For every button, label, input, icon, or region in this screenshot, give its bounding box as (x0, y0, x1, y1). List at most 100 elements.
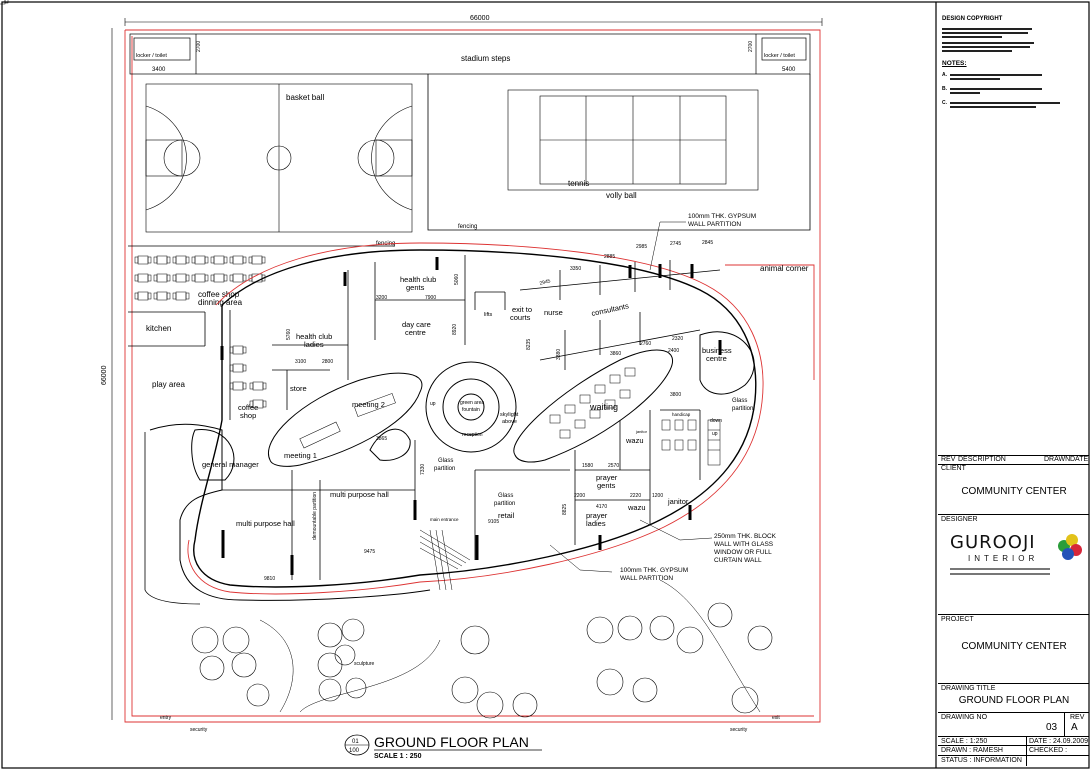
daycare-2: centre (405, 328, 426, 337)
room-labels: health club gents health club ladies day… (160, 264, 809, 733)
daycare-1: day care (402, 320, 431, 329)
entry-label: entry (160, 715, 172, 721)
tb-rule (938, 464, 1089, 465)
business-1: business (702, 346, 732, 355)
svg-text:9105: 9105 (488, 519, 499, 525)
fencing (128, 74, 811, 247)
toilet-fixtures (661, 419, 721, 466)
project-name: COMMUNITY CENTER (961, 641, 1067, 652)
note-text-line (950, 92, 980, 94)
drawing-title-bubble: 01 100 GROUND FLOOR PLAN SCALE 1 : 250 (344, 734, 542, 760)
dim-top: 66000 (470, 15, 490, 22)
svg-text:3350: 3350 (570, 266, 581, 272)
callout-leaders (549, 221, 713, 573)
building-outline (144, 242, 764, 605)
rev-header: REV (941, 456, 956, 463)
glass-r-1: Glass (732, 398, 747, 404)
locker-right-label: locker / toilet (764, 53, 795, 59)
coffee-shop-1: coffee (238, 403, 258, 412)
drawing-scale: SCALE 1 : 250 (374, 753, 422, 760)
notes-title: NOTES: (942, 60, 967, 67)
note-block-3: WINDOW OR FULL (714, 549, 772, 556)
lifts-label: lifts (484, 312, 493, 318)
logo-orb-icon (1058, 534, 1084, 560)
svg-text:1580: 1580 (582, 463, 593, 469)
kitchen-label: kitchen (146, 324, 171, 333)
prayer-gents-1: prayer (596, 473, 618, 482)
client-name: COMMUNITY CENTER (961, 486, 1067, 497)
main-entrance-steps (419, 529, 471, 591)
meeting1-label: meeting 1 (284, 451, 317, 460)
dim-left: 66000 (101, 365, 108, 385)
locker-left-label: locker / toilet (136, 53, 167, 59)
svg-text:2570: 2570 (608, 463, 619, 469)
stadium-steps (129, 33, 811, 75)
tb-rule (938, 712, 1089, 713)
drawing-no-value: 03 (1046, 722, 1058, 733)
tb-rule (1064, 712, 1065, 736)
exit-courts-2: courts (510, 313, 531, 322)
dim-locker-h: 2700 (196, 41, 202, 52)
svg-text:9475: 9475 (364, 549, 375, 555)
rev-value: A (1071, 722, 1078, 733)
down-label: down (710, 418, 722, 424)
stadium-steps-label: stadium steps (461, 54, 510, 63)
small-dimensions: 2945 3350 2885 2985 2745 2845 7900 5060 … (264, 240, 713, 582)
tennis-volley-court (507, 89, 759, 191)
coffee-dining-label-2: dinning area (198, 298, 243, 307)
animal-corner-label: animal corner (760, 264, 809, 273)
glass-c-1: Glass (438, 458, 453, 464)
svg-text:7330: 7330 (420, 464, 426, 475)
dining-tables (0, 0, 267, 409)
business-2: centre (706, 354, 727, 363)
dim-locker-w2: 5400 (782, 67, 796, 73)
svg-text:2745: 2745 (670, 241, 681, 247)
waiting-label: waiting (589, 402, 618, 412)
interior-pods (191, 331, 755, 481)
glass-c-2: partition (434, 466, 455, 472)
logo-word: GUROOJI (950, 532, 1036, 553)
note-text-line (950, 74, 1042, 76)
note-block-1: 250mm THK. BLOCK (714, 533, 777, 540)
hc-ladies-2: ladies (304, 340, 324, 349)
svg-text:4170: 4170 (596, 504, 607, 510)
meeting2-label: meeting 2 (352, 400, 385, 409)
note-text-line (950, 88, 1042, 90)
checked-by: CHECKED : (1029, 747, 1068, 754)
wazu-2: wazu (627, 503, 646, 512)
svg-text:2800: 2800 (322, 359, 333, 365)
copyright-text-line (942, 36, 1002, 38)
internal-walls (222, 255, 721, 580)
drawing-no-label: DRAWING NO (941, 714, 988, 721)
copyright-text-line (942, 46, 1030, 48)
drawn-header: DRAWN (1044, 456, 1071, 463)
dim-locker-w: 3400 (152, 67, 166, 73)
exit-label: exit (772, 715, 780, 721)
svg-text:1200: 1200 (652, 493, 663, 499)
rev-label: REV (1070, 714, 1085, 721)
note-text-line (950, 106, 1036, 108)
basketball-court (145, 83, 413, 233)
logo-tagline-bar (950, 568, 1050, 570)
svg-text:8825: 8825 (562, 504, 568, 515)
exit-courts-1: exit to (512, 305, 532, 314)
overall-dimensions (111, 18, 823, 720)
project-label: PROJECT (941, 616, 974, 623)
glass-r-2: partition (732, 406, 753, 412)
dim-locker-h2: 2700 (748, 41, 754, 52)
ref-bottom: 100 (349, 748, 360, 754)
basketball-label: basket ball (286, 93, 324, 102)
green-2: fountain (462, 407, 480, 413)
janitor-small-label: janitor (635, 429, 648, 434)
columns (220, 257, 722, 575)
callout-notes: 100mm THK. GYPSUM WALL PARTITION 250mm T… (620, 213, 777, 582)
trees (191, 602, 773, 719)
note-a: A. (942, 72, 947, 78)
drawn-by: DRAWN : RAMESH (941, 747, 1003, 754)
prayer-ladies-1: prayer (586, 511, 608, 520)
up2-label: up (712, 431, 718, 437)
note-gypsum-bot-2: WALL PARTITION (620, 575, 673, 582)
tb-rule (938, 755, 1089, 756)
tennis-label: tennis (568, 179, 589, 188)
